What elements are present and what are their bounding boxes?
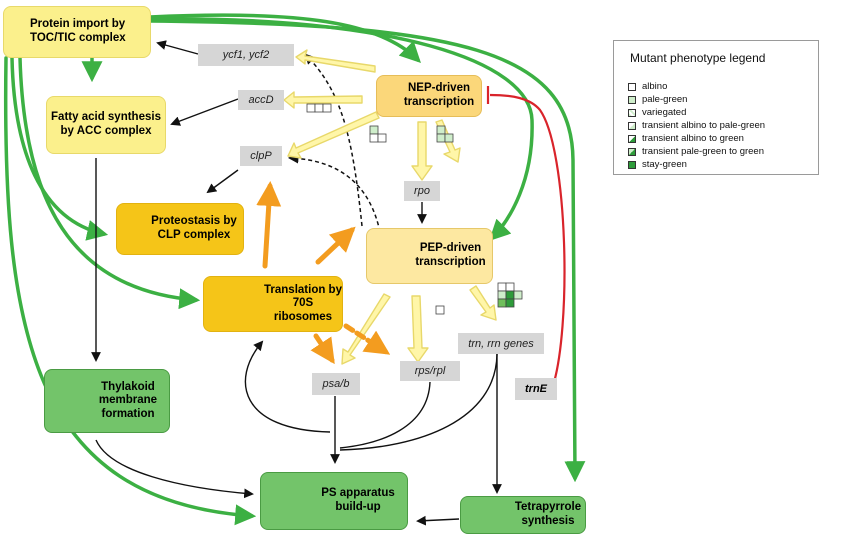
node-pep-label: PEP-driven transcription [415, 242, 486, 268]
swatch-stay-green [628, 160, 636, 169]
phenotype-legend: Mutant phenotype legend albino pale-gree… [613, 40, 819, 175]
node-tetrapyrrole-label: Tetrapyrrole synthesis [514, 501, 582, 527]
legend-item-albino: albino [628, 81, 667, 92]
gene-rpo: rpo [404, 181, 440, 201]
node-fatty-acid: Fatty acid synthesis by ACC complex [46, 96, 166, 154]
legend-item-variegated: variegated [628, 107, 686, 118]
legend-item-pale-green-green: transient pale-green to green [628, 146, 764, 157]
hollow-arrow-nep-to-accd [283, 91, 363, 109]
arrow-rpsrpl-to-ps [339, 381, 431, 449]
node-protein-import-label: Protein import by TOC/TIC complex [30, 18, 126, 44]
arrow-loop-to-translation [244, 340, 331, 433]
gene-accd: accD [238, 90, 284, 110]
node-translation: Translation by 70S ribosomes [203, 276, 343, 332]
grid-rpsrpl [435, 305, 445, 315]
swatch-variegated [628, 108, 636, 117]
swatch-pale-green-green [628, 147, 636, 156]
gene-trnrrn: trn, rrn genes [458, 333, 544, 354]
node-thylakoid-label: Thylakoid membrane formation [98, 380, 158, 420]
legend-title: Mutant phenotype legend [630, 51, 766, 65]
orange-arrow-to-clpp [256, 181, 282, 269]
hollow-arrow-pep-to-trnrrn [469, 285, 497, 321]
black-arrows [91, 40, 502, 526]
hollow-arrow-nep-to-rpo [411, 121, 433, 181]
arrow-thylakoid-to-ps [95, 439, 254, 499]
green-arrow-to-nep [148, 13, 421, 63]
legend-item-stay-green: stay-green [628, 159, 687, 170]
hollow-arrow-pep-to-psab [341, 293, 391, 365]
dashed-arrow-to-clpp [287, 153, 381, 233]
node-tetrapyrrole: Tetrapyrrole synthesis [460, 496, 586, 534]
gene-trne: trnE [515, 378, 557, 400]
green-arrow-to-tetrapyrrole [148, 19, 586, 483]
arrow-clpp-to-proteostasis [206, 169, 239, 194]
node-fatty-acid-label: Fatty acid synthesis by ACC complex [51, 111, 161, 137]
gene-rpsrpl: rps/rpl [400, 361, 460, 381]
inhibition-trnE-to-nep [489, 93, 566, 390]
arrow-ycf-to-import [156, 40, 199, 55]
legend-label: transient albino to green [642, 133, 744, 144]
legend-label: transient pale-green to green [642, 146, 764, 157]
node-protein-import: Protein import by TOC/TIC complex [3, 6, 151, 58]
legend-item-albino-green: transient albino to green [628, 133, 744, 144]
legend-item-albino-pale: transient albino to pale-green [628, 120, 765, 131]
hollow-arrow-nep-to-clpp [287, 111, 380, 159]
grid-accd [306, 103, 332, 113]
legend-label: variegated [642, 107, 687, 118]
hollow-arrow-nep-to-ycf [295, 49, 376, 73]
arrow-accd-to-fatty [170, 98, 239, 126]
hollow-arrow-pep-to-rpsrpl [407, 295, 429, 363]
node-nep-label: NEP-driven transcription [403, 82, 475, 108]
legend-label: stay-green [642, 159, 687, 170]
node-ps-apparatus-label: PS apparatus build-up [321, 487, 395, 513]
green-arrow-to-proteostasis [10, 56, 109, 241]
legend-item-pale-green: pale-green [628, 94, 687, 105]
node-proteostasis-label: Proteostasis by CLP complex [151, 215, 237, 241]
grid-rpo-variegated [436, 125, 454, 143]
dashed-arrow-to-ycf [304, 53, 363, 227]
grid-clpp-a [369, 125, 387, 143]
dashed-arrows [287, 53, 381, 233]
legend-label: albino [642, 81, 668, 92]
grid-trn-rrn [497, 282, 523, 308]
orange-arrow-to-rpsrpl [343, 323, 391, 355]
arrow-tetrapyrrole-to-ps [416, 515, 460, 526]
legend-label: pale-green [642, 94, 688, 105]
orange-arrow-to-pep [315, 226, 356, 265]
swatch-albino-green [628, 134, 636, 143]
gene-clpp: clpP [240, 146, 282, 166]
node-thylakoid: Thylakoid membrane formation [44, 369, 170, 433]
legend-label: transient albino to pale-green [642, 120, 766, 131]
green-arrow-to-translation [18, 56, 201, 310]
node-nep: NEP-driven transcription [376, 75, 482, 117]
node-proteostasis: Proteostasis by CLP complex [116, 203, 244, 255]
gene-psab: psa/b [312, 373, 360, 395]
orange-arrows [256, 181, 391, 365]
orange-arrow-to-psab [310, 333, 335, 365]
node-translation-label: Translation by 70S ribosomes [264, 283, 342, 323]
gene-ycf: ycf1, ycf2 [198, 44, 294, 66]
arrow-trnrrn-to-ps [339, 353, 498, 451]
node-ps-apparatus: PS apparatus build-up [260, 472, 408, 530]
swatch-pale-green [628, 95, 636, 104]
node-pep: PEP-driven transcription [366, 228, 493, 284]
swatch-albino [628, 82, 636, 91]
red-inhibition [486, 86, 566, 390]
swatch-albino-pale [628, 121, 636, 130]
